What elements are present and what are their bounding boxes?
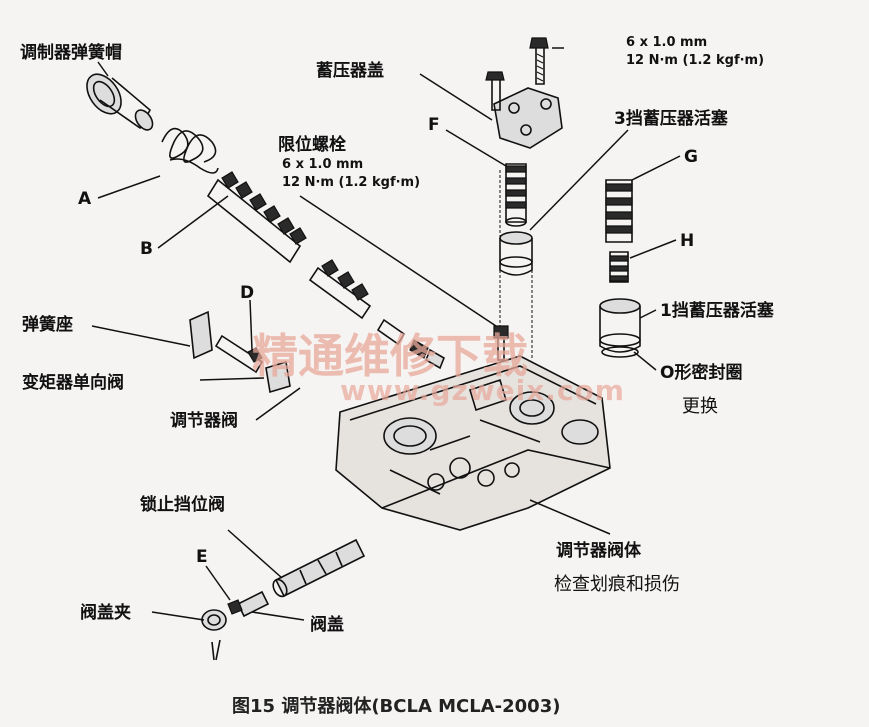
label-g: G	[684, 147, 698, 167]
spring-h-part	[609, 251, 629, 283]
label-valve-cap-clip: 阀盖夹	[80, 602, 131, 623]
label-regulator-valve-body: 调节器阀体	[556, 540, 642, 561]
regulator-valve-body-part	[335, 355, 611, 531]
label-spring-seat: 弹簧座	[22, 314, 73, 335]
label-bolt-spec-line2: 12 N·m (1.2 kgf·m)	[626, 53, 764, 68]
label-valve-cap: 阀盖	[310, 614, 344, 635]
leader-lines	[91, 47, 681, 621]
label-stop-bolt-spec-line2: 12 N·m (1.2 kgf·m)	[282, 175, 420, 190]
watermark-chinese: 精通维修下载	[252, 329, 528, 383]
valve-cap-part	[227, 590, 270, 618]
accumulator-cover-part	[485, 37, 563, 149]
label-e: E	[196, 547, 208, 567]
figure-caption: 图15 调节器阀体(BCLA MCLA-2003)	[232, 695, 560, 717]
label-converter-check-valve: 变矩器单向阀	[22, 372, 124, 393]
label-stop-bolt-spec-line1: 6 x 1.0 mm	[282, 157, 363, 172]
regulator-valve-spool-part	[308, 259, 372, 320]
label-third-accumulator-piston: 3挡蓄压器活塞	[614, 108, 729, 129]
label-b: B	[140, 239, 153, 259]
label-h: H	[680, 231, 694, 251]
label-a: A	[78, 189, 92, 209]
label-replace: 更换	[682, 396, 718, 417]
label-bolt-spec-line1: 6 x 1.0 mm	[626, 35, 707, 50]
label-accumulator-cover: 蓄压器盖	[316, 60, 384, 81]
converter-check-valve-part	[189, 310, 291, 394]
watermark-url: www.gzweix.com	[340, 374, 625, 407]
label-inspect-note: 检查划痕和损伤	[554, 574, 680, 595]
spring-a-part	[161, 127, 219, 174]
label-lockup-shift-valve: 锁止挡位阀	[140, 494, 225, 515]
regulator-spring-cap-part	[86, 73, 154, 131]
label-d: D	[240, 283, 254, 303]
valve-cap-clip-part	[201, 609, 227, 661]
first-accumulator-piston-part	[599, 298, 641, 358]
spring-b-part	[206, 171, 307, 264]
label-first-accumulator-piston: 1挡蓄压器活塞	[660, 300, 775, 321]
spring-g-part	[605, 179, 633, 243]
third-accumulator-piston-part	[499, 231, 533, 276]
label-stop-bolt: 限位螺栓	[278, 134, 346, 155]
label-regulator-spring-cap: 调制器弹簧帽	[20, 42, 122, 63]
stop-bolt-part	[493, 325, 509, 361]
label-f: F	[428, 115, 440, 135]
spring-f-part	[505, 163, 527, 227]
label-o-ring: O形密封圈	[660, 362, 742, 383]
lockup-shift-valve-part	[272, 538, 366, 598]
small-valve-parts	[376, 318, 446, 370]
label-regulator-valve: 调节器阀	[170, 410, 238, 431]
